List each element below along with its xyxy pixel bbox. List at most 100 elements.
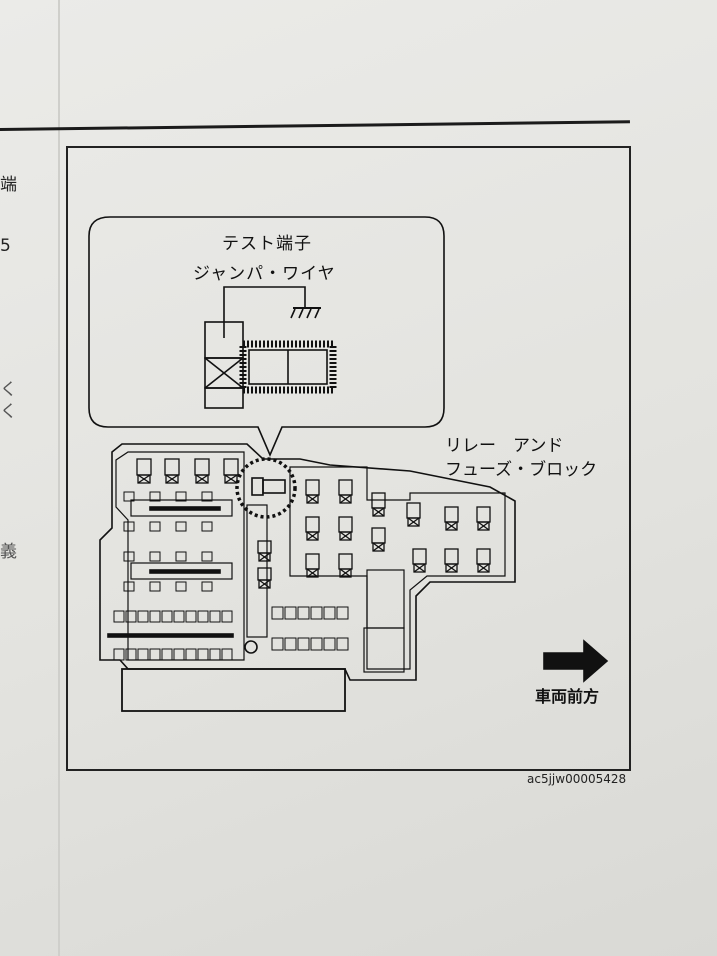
relay-base bbox=[137, 474, 151, 484]
relay-label-line-1: リレー アンド bbox=[445, 436, 564, 456]
fuse bbox=[284, 637, 297, 651]
fuse bbox=[336, 606, 349, 620]
figure-frame bbox=[66, 146, 631, 771]
fuse bbox=[209, 648, 221, 661]
fuse bbox=[209, 610, 221, 623]
fuse bbox=[284, 606, 297, 620]
relay-socket bbox=[305, 553, 320, 570]
relay-socket bbox=[338, 479, 353, 496]
margin-text-5: 義 bbox=[0, 542, 17, 562]
relay-socket bbox=[257, 567, 272, 581]
fuse bbox=[221, 610, 233, 623]
test-terminal-highlight bbox=[235, 457, 297, 519]
relay-base bbox=[445, 563, 458, 573]
margin-text-4: く bbox=[0, 402, 17, 422]
fuse bbox=[185, 648, 197, 661]
relay-base bbox=[165, 474, 179, 484]
relay-socket bbox=[257, 540, 272, 554]
relay-socket bbox=[136, 458, 152, 476]
relay-socket bbox=[406, 502, 421, 519]
relay-base bbox=[306, 568, 319, 578]
bolt bbox=[244, 640, 258, 654]
fuse bbox=[161, 648, 173, 661]
fuse bbox=[336, 637, 349, 651]
relay-base bbox=[477, 563, 490, 573]
relay-fuse-block-label: リレー アンド フューズ・ブロック bbox=[445, 434, 597, 482]
callout-title: テスト端子 bbox=[222, 234, 312, 254]
fuse bbox=[297, 606, 310, 620]
fuse bbox=[201, 491, 213, 502]
vehicle-front-label: 車両前方 bbox=[535, 687, 600, 706]
callout-subtitle: ジャンパ・ワイヤ bbox=[193, 264, 336, 284]
fuse bbox=[175, 551, 187, 562]
fuse bbox=[201, 581, 213, 592]
fuse bbox=[137, 610, 149, 623]
fuse bbox=[123, 491, 135, 502]
relay-socket bbox=[164, 458, 180, 476]
relay-base bbox=[372, 507, 385, 517]
fuse bbox=[149, 610, 161, 623]
fuse bbox=[149, 521, 161, 532]
fuse bbox=[161, 610, 173, 623]
relay-label-line-2: フューズ・ブロック bbox=[445, 460, 598, 480]
lower-slot bbox=[121, 668, 346, 712]
fuse bbox=[271, 637, 284, 651]
relay-socket bbox=[305, 516, 320, 533]
relay-socket bbox=[194, 458, 210, 476]
relay-socket bbox=[476, 548, 491, 565]
fuse bbox=[323, 606, 336, 620]
margin-text-2: 5 bbox=[0, 236, 11, 256]
relay-base bbox=[306, 531, 319, 541]
relay-base bbox=[224, 474, 238, 484]
block-outline bbox=[99, 443, 516, 681]
fuse bbox=[123, 521, 135, 532]
relay-socket bbox=[412, 548, 427, 565]
fuse bbox=[125, 610, 137, 623]
relay-socket bbox=[338, 553, 353, 570]
relay-socket bbox=[444, 506, 459, 523]
relay-socket bbox=[371, 527, 386, 544]
relay-base bbox=[445, 521, 458, 531]
fuse bbox=[175, 521, 187, 532]
fuse bbox=[113, 648, 125, 661]
fuse bbox=[271, 606, 284, 620]
relay-base bbox=[258, 579, 271, 589]
relay-base bbox=[306, 494, 319, 504]
paper-fold bbox=[58, 0, 60, 956]
fuse bbox=[197, 610, 209, 623]
fuse bbox=[125, 648, 137, 661]
fuse bbox=[123, 581, 135, 592]
fuse bbox=[323, 637, 336, 651]
fuse bbox=[310, 637, 323, 651]
fuse bbox=[221, 648, 233, 661]
relay-base bbox=[477, 521, 490, 531]
fuse bbox=[149, 551, 161, 562]
relay-base bbox=[339, 531, 352, 541]
fuse bbox=[297, 637, 310, 651]
arrow-right-icon bbox=[543, 639, 609, 683]
fuse bbox=[149, 491, 161, 502]
fuse bbox=[137, 648, 149, 661]
relay-base bbox=[339, 494, 352, 504]
relay-socket bbox=[223, 458, 239, 476]
relay-base bbox=[407, 517, 420, 527]
jumper-wire bbox=[223, 286, 306, 338]
fuse bbox=[201, 551, 213, 562]
fuse bbox=[197, 648, 209, 661]
fuse bbox=[175, 581, 187, 592]
relay-socket bbox=[476, 506, 491, 523]
fuse bbox=[123, 551, 135, 562]
fuse bbox=[175, 491, 187, 502]
fuse bbox=[185, 610, 197, 623]
figure-code: ac5jjw00005428 bbox=[527, 772, 627, 786]
fuse bbox=[149, 581, 161, 592]
fuse bbox=[173, 610, 185, 623]
fuse bbox=[201, 521, 213, 532]
relay-base bbox=[258, 552, 271, 562]
margin-text-3: く bbox=[0, 380, 17, 400]
fuse bbox=[113, 610, 125, 623]
relay-socket bbox=[444, 548, 459, 565]
margin-text-1: 端 bbox=[0, 175, 17, 195]
